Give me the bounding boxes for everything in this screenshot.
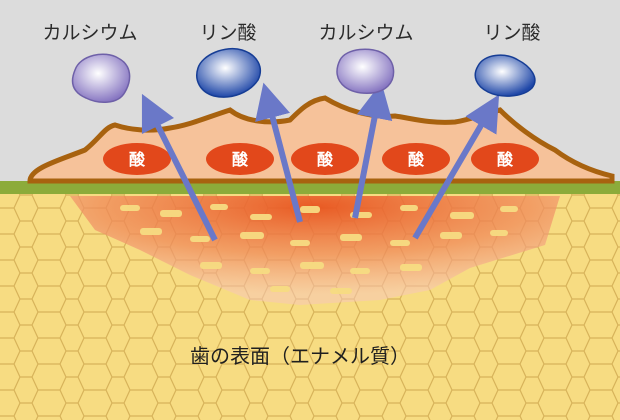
mineral-label-phosphate-2: リン酸 [483,22,540,44]
gum-line [0,181,620,194]
acid-label: 酸 [317,150,334,169]
acid-label: 酸 [408,150,425,169]
acid-marker: 酸 [471,143,539,175]
acid-markers: 酸 酸 酸 酸 酸 [103,143,539,175]
enamel-caption: 歯の表面（エナメル質） [190,344,410,368]
arrow-calcium-1 [141,93,218,242]
acid-label: 酸 [129,150,146,169]
acid-marker: 酸 [291,143,359,175]
arrow-calcium-2 [352,82,393,219]
acid-marker: 酸 [382,143,450,175]
phosphate-blob [474,54,536,97]
calcium-blob [71,53,131,103]
dissolution-arrows [141,82,500,242]
acid-label: 酸 [232,150,249,169]
acid-label: 酸 [497,150,514,169]
demineralized-zone [70,196,560,305]
mineral-label-calcium-2: カルシウム [318,22,413,44]
calcium-blob [336,48,395,94]
mineral-label-calcium-1: カルシウム [42,22,137,44]
arrow-phosphate-2 [412,94,500,240]
arrow-phosphate-1 [255,82,303,223]
phosphate-blob [196,48,262,98]
mineral-label-phosphate-1: リン酸 [199,22,256,44]
acid-marker: 酸 [103,143,171,175]
acid-marker: 酸 [206,143,274,175]
